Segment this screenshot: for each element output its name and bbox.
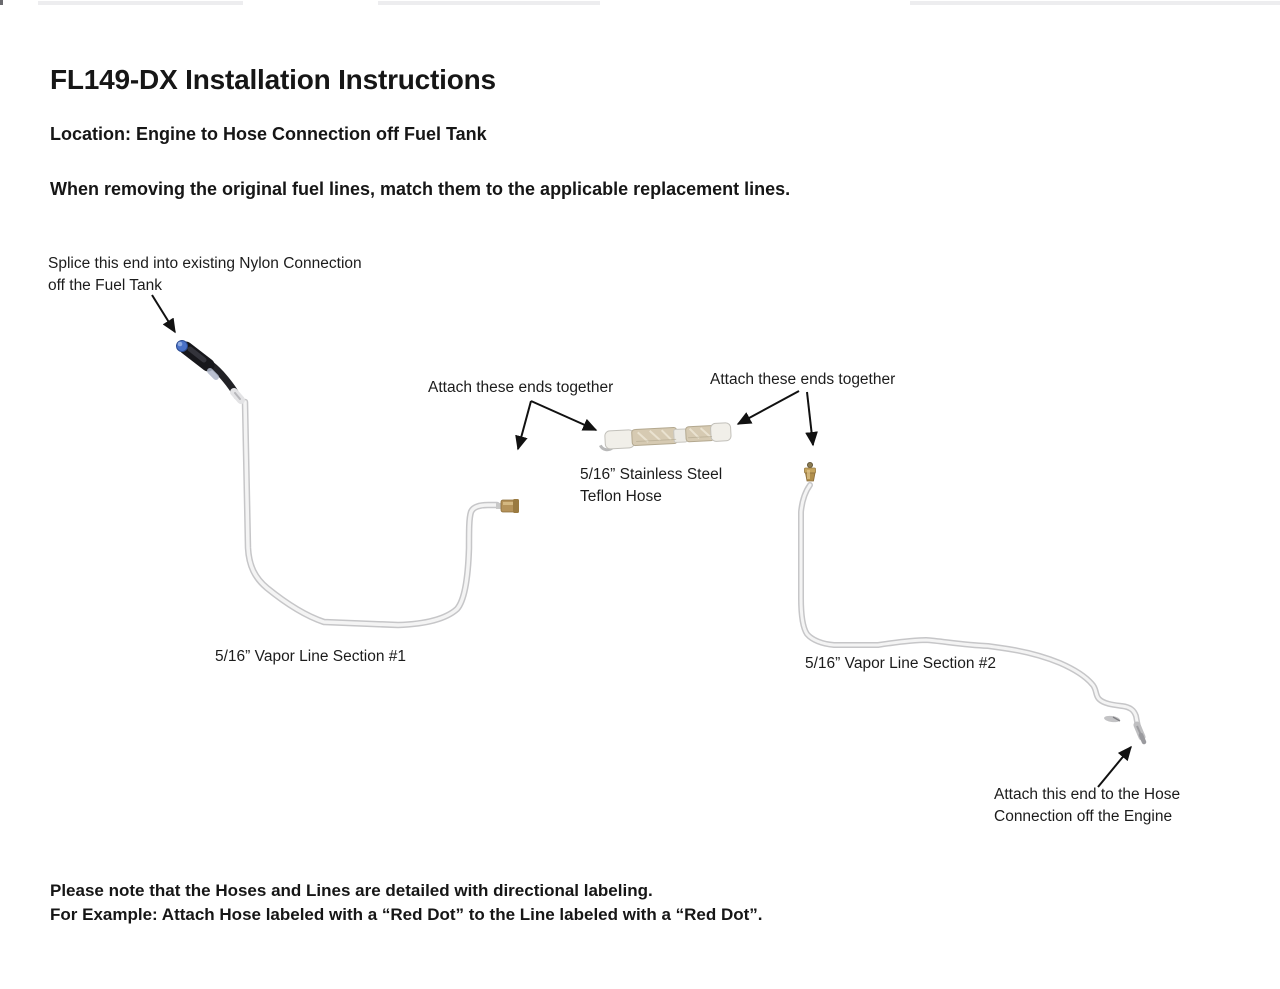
note-line2: For Example: Attach Hose labeled with a … — [50, 904, 763, 924]
vapor-line-1 — [241, 398, 501, 629]
stainless-teflon-hose — [598, 422, 732, 452]
stainless-hose-label: 5/16” Stainless Steel Teflon Hose — [580, 464, 722, 508]
vapor-line-2 — [798, 482, 1141, 730]
engine-label-line2: Connection off the Engine — [994, 808, 1173, 825]
attach-right-label: Attach these ends together — [710, 371, 896, 388]
engine-label-line1: Attach this end to the Hose — [994, 786, 1181, 803]
splice-label-line2: off the Fuel Tank — [48, 277, 163, 294]
engine-label: Attach this end to the Hose Connection o… — [994, 784, 1180, 828]
scan-artifact-bars — [0, 0, 1280, 5]
engine-end-fitting — [1104, 715, 1147, 745]
intro-text: When removing the original fuel lines, m… — [50, 179, 791, 199]
stainless-hose-label-line2: Teflon Hose — [580, 488, 662, 505]
splice-arrow — [151, 294, 176, 334]
attach-left-arrow-to-hose — [530, 400, 598, 431]
attach-right-arrow-to-fitting — [805, 391, 818, 447]
splice-label: Splice this end into existing Nylon Conn… — [48, 253, 362, 297]
location-heading: Location: Engine to Hose Connection off … — [50, 124, 487, 144]
engine-arrow — [1097, 745, 1132, 788]
attach-left-label: Attach these ends together — [428, 379, 614, 396]
note-text: Please note that the Hoses and Lines are… — [50, 879, 763, 926]
line1-end-fitting — [496, 499, 519, 513]
splice-label-line1: Splice this end into existing Nylon Conn… — [48, 255, 362, 272]
attach-right-arrow-to-hose — [736, 390, 800, 425]
vapor-line-1-label: 5/16” Vapor Line Section #1 — [215, 648, 407, 665]
annotation-arrows — [151, 294, 1132, 788]
stainless-hose-label-line1: 5/16” Stainless Steel — [580, 466, 723, 483]
vapor-line-2-label: 5/16” Vapor Line Section #2 — [805, 655, 997, 672]
blue-ring-icon — [176, 340, 188, 352]
fuel-tank-connector — [176, 340, 245, 404]
page-title: FL149-DX Installation Instructions — [50, 64, 496, 95]
line2-top-fitting — [804, 461, 816, 482]
attach-left-arrow-to-fitting — [515, 400, 532, 451]
note-line1: Please note that the Hoses and Lines are… — [50, 881, 653, 900]
